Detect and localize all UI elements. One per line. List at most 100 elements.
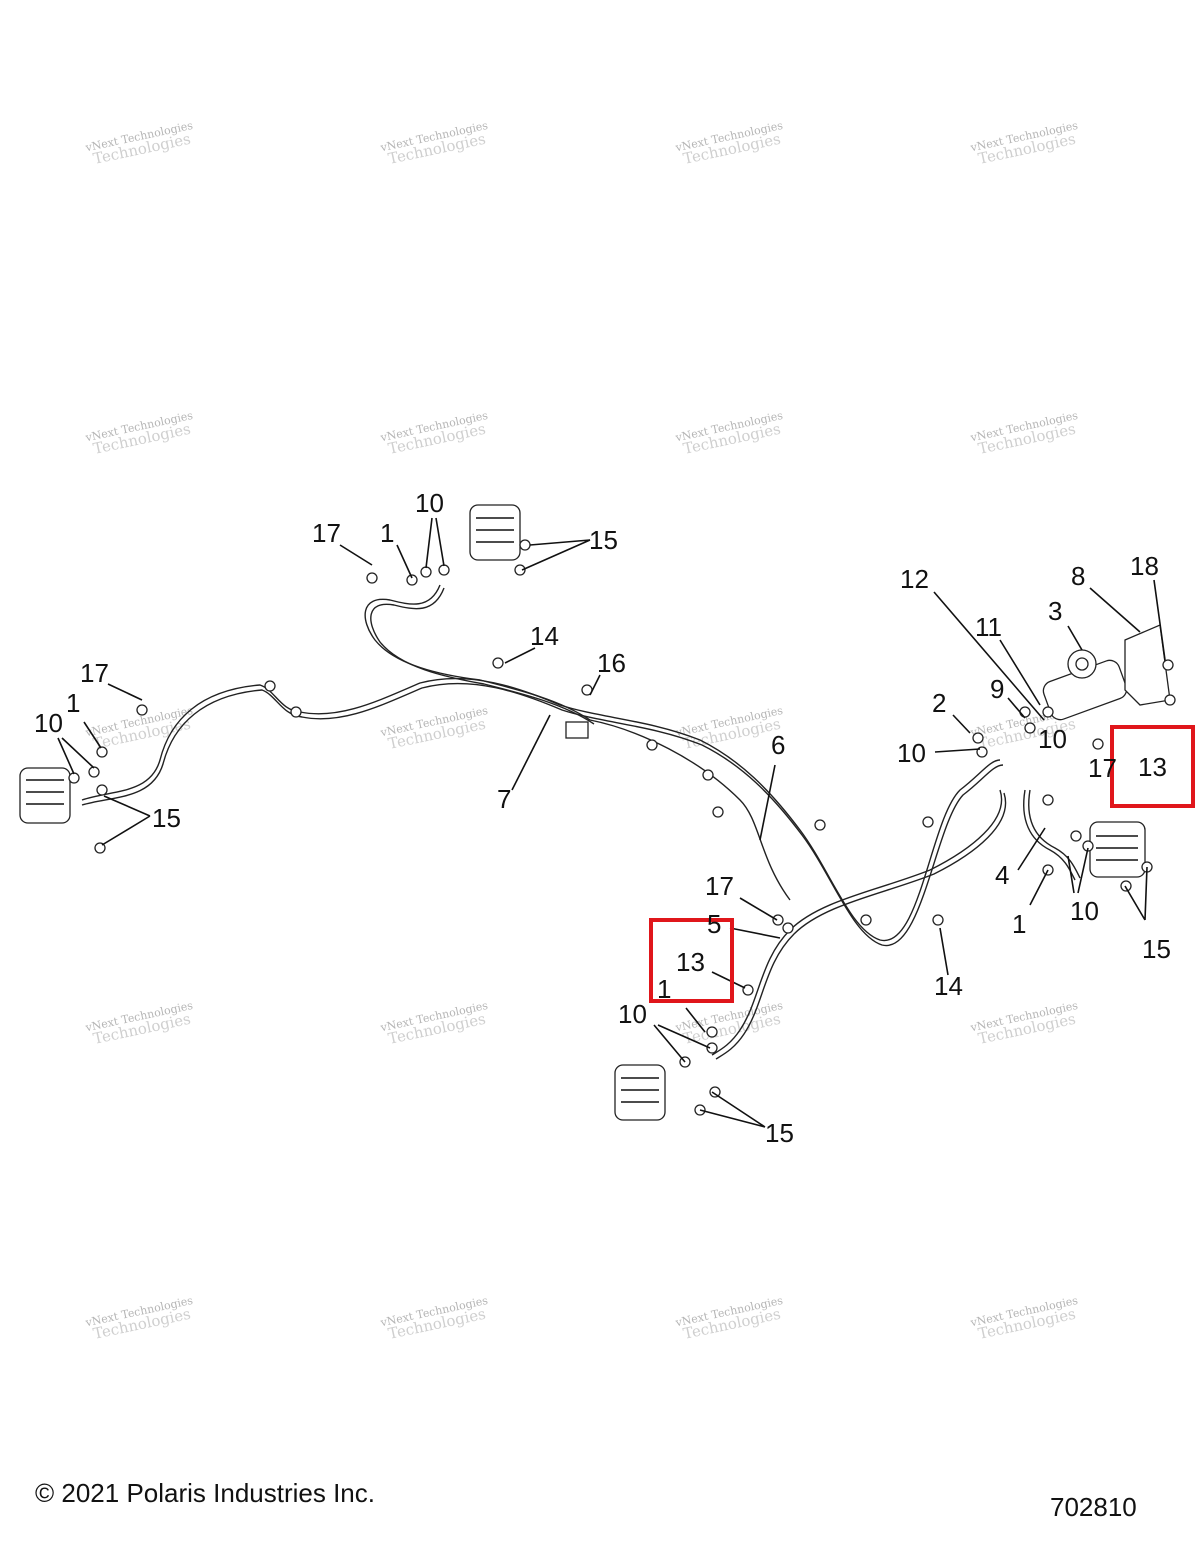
callout-17: 17	[312, 518, 341, 548]
caliper-left-icon	[19, 767, 71, 824]
fastener-icon	[1024, 722, 1036, 734]
callout-9: 9	[990, 674, 1004, 704]
callout-16: 16	[597, 648, 626, 678]
caliper-right-icon	[1089, 821, 1146, 878]
callout-10: 10	[618, 999, 647, 1029]
fastener-icon	[814, 819, 826, 831]
copyright-text: © 2021 Polaris Industries Inc.	[35, 1478, 375, 1508]
callout-14: 14	[530, 621, 559, 651]
callout-13: 13	[676, 947, 705, 977]
fastener-icon	[1070, 830, 1082, 842]
bracket-icon	[1124, 624, 1171, 706]
caliper-bottom-icon	[614, 1064, 666, 1121]
callout-10: 10	[897, 738, 926, 768]
callout-11: 11	[975, 612, 1002, 642]
callout-10: 10	[34, 708, 63, 738]
fastener-icon	[68, 772, 80, 784]
caliper-top-icon	[469, 504, 521, 561]
fastener-icon	[932, 914, 944, 926]
fastener-icon	[420, 566, 432, 578]
callout-1: 1	[1012, 909, 1026, 939]
fastener-icon	[1162, 659, 1174, 671]
brake-line-upper-double	[370, 587, 595, 725]
fastener-icon	[136, 704, 148, 716]
callout-15: 15	[152, 803, 181, 833]
callout-12: 12	[900, 564, 929, 594]
fastener-icon	[514, 564, 526, 576]
brake-line-7	[81, 677, 1001, 941]
brake-line-6	[589, 719, 791, 901]
callout-6: 6	[771, 730, 785, 760]
callout-1: 1	[66, 688, 80, 718]
fastener-icon	[922, 816, 934, 828]
fastener-icon	[96, 784, 108, 796]
callout-10: 10	[415, 488, 444, 518]
brake-hoses	[81, 584, 1081, 1060]
fastener-icon	[1042, 794, 1054, 806]
fastener-icon	[366, 572, 378, 584]
callout-3: 3	[1048, 596, 1062, 626]
brake-line-5	[711, 789, 1003, 1056]
fasteners	[68, 539, 1176, 1116]
callout-14: 14	[934, 971, 963, 1001]
callout-2: 2	[932, 688, 946, 718]
fastener-icon	[1042, 706, 1054, 718]
brake-line-upper	[364, 584, 591, 721]
fastener-icon	[702, 769, 714, 781]
callout-7: 7	[497, 784, 511, 814]
fastener-icon	[706, 1042, 718, 1054]
fastener-icon	[1120, 880, 1132, 892]
callout-15: 15	[1142, 934, 1171, 964]
callout-17: 17	[80, 658, 109, 688]
fastener-icon	[772, 914, 784, 926]
fastener-icon	[782, 922, 794, 934]
fastener-icon	[519, 539, 531, 551]
diagram-number: 702810	[1050, 1492, 1137, 1522]
callout-4: 4	[995, 860, 1009, 890]
fastener-icon	[706, 1026, 718, 1038]
callout-18: 18	[1130, 551, 1159, 581]
fastener-icon	[1019, 706, 1031, 718]
callout-5: 5	[707, 909, 721, 939]
fastener-icon	[1092, 738, 1104, 750]
leader-lines	[57, 517, 1166, 1128]
fastener-icon	[972, 732, 984, 744]
brake-line-4-double	[1028, 789, 1081, 879]
callout-1: 1	[657, 974, 671, 1004]
fastener-icon	[290, 706, 302, 718]
brake-line-5-double	[715, 792, 1007, 1060]
fastener-icon	[860, 914, 872, 926]
fastener-icon	[406, 574, 418, 586]
callout-labels: 17 1 10 15 14 16 17 1 10 15 7 6 12 11 3 …	[34, 488, 1171, 1148]
callout-1: 1	[380, 518, 394, 548]
callout-15: 15	[589, 525, 618, 555]
fastener-icon	[264, 680, 276, 692]
callout-10: 10	[1038, 724, 1067, 754]
fastener-icon	[712, 806, 724, 818]
fastener-icon	[1164, 694, 1176, 706]
highlight-box-13-right	[1110, 725, 1195, 808]
brake-line-7-double	[81, 682, 1004, 946]
fastener-icon	[646, 739, 658, 751]
parts	[19, 504, 1176, 1121]
fastener-icon	[96, 746, 108, 758]
junction-block-icon	[565, 721, 589, 739]
callout-8: 8	[1071, 561, 1085, 591]
